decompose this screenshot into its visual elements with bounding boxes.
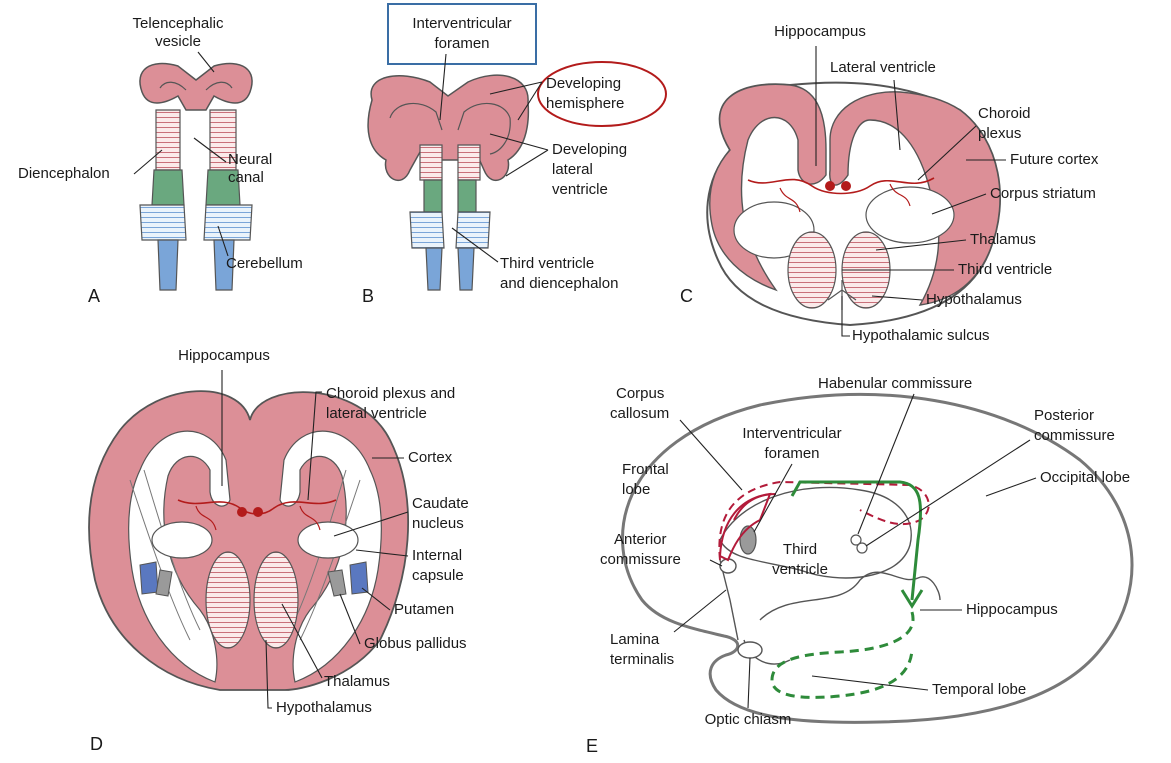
label-c-future-cortex: Future cortex	[1010, 151, 1099, 168]
label-e-frontal-lobe-2: lobe	[622, 481, 650, 498]
label-third-ventricle-1: Third ventricle	[500, 255, 594, 272]
label-d-putamen: Putamen	[394, 601, 454, 618]
label-developing-hemisphere-2: hemisphere	[546, 95, 624, 112]
label-developing-hemisphere-1: Developing	[546, 75, 621, 92]
label-b-interventricular-foramen-2: foramen	[434, 35, 489, 52]
panel-c: Hippocampus Lateral ventricle Choroid pl…	[680, 23, 1099, 344]
label-d-choroid-plexus-2: lateral ventricle	[326, 405, 427, 422]
label-telencephalic-vesicle-2: vesicle	[155, 33, 201, 50]
label-e-lamina-terminalis-2: terminalis	[610, 651, 674, 668]
label-e-posterior-commissure-1: Posterior	[1034, 407, 1094, 424]
panel-b: Interventricular foramen Developing hemi…	[362, 4, 666, 306]
label-c-hypothalamus: Hypothalamus	[926, 291, 1022, 308]
label-e-temporal-lobe: Temporal lobe	[932, 681, 1026, 698]
label-c-thalamus: Thalamus	[970, 231, 1036, 248]
label-e-hippocampus: Hippocampus	[966, 601, 1058, 618]
label-d-thalamus: Thalamus	[324, 673, 390, 690]
label-developing-lateral-ventricle-2: lateral	[552, 161, 593, 178]
label-e-frontal-lobe-1: Frontal	[622, 461, 669, 478]
panel-d-brain	[89, 391, 408, 690]
label-e-interventricular-foramen-2: foramen	[764, 445, 819, 462]
label-e-interventricular-foramen-1: Interventricular	[742, 425, 841, 442]
label-e-optic-chiasm: Optic chiasm	[705, 711, 792, 728]
label-d-hippocampus: Hippocampus	[178, 347, 270, 364]
label-neural-canal-2: canal	[228, 169, 264, 186]
label-c-choroid-plexus-2: plexus	[978, 125, 1021, 142]
label-neural-canal-1: Neural	[228, 151, 272, 168]
label-e-habenular-commissure: Habenular commissure	[818, 375, 972, 392]
label-c-lateral-ventricle: Lateral ventricle	[830, 59, 936, 76]
panel-a: Telencephalic vesicle Diencephalon Neura…	[18, 15, 303, 306]
label-diencephalon: Diencephalon	[18, 165, 110, 182]
label-c-choroid-plexus-1: Choroid	[978, 105, 1031, 122]
label-d-choroid-plexus-1: Choroid plexus and	[326, 385, 455, 402]
highlight-box	[388, 4, 536, 64]
label-developing-lateral-ventricle-3: ventricle	[552, 181, 608, 198]
panel-letter-e: E	[586, 736, 598, 756]
label-d-caudate-2: nucleus	[412, 515, 464, 532]
panel-letter-c: C	[680, 286, 693, 306]
label-third-ventricle-2: and diencephalon	[500, 275, 618, 292]
highlight-ellipse	[538, 62, 666, 126]
label-e-occipital-lobe: Occipital lobe	[1040, 469, 1130, 486]
label-d-internal-capsule-2: capsule	[412, 567, 464, 584]
label-d-internal-capsule-1: Internal	[412, 547, 462, 564]
label-d-globus-pallidus: Globus pallidus	[364, 635, 467, 652]
label-d-hypothalamus: Hypothalamus	[276, 699, 372, 716]
label-d-caudate-1: Caudate	[412, 495, 469, 512]
panel-e: Corpus callosum Habenular commissure Int…	[586, 375, 1132, 756]
label-c-third-ventricle: Third ventricle	[958, 261, 1052, 278]
label-e-anterior-commissure-2: commissure	[600, 551, 681, 568]
leader-telencephalic-vesicle	[198, 52, 214, 72]
label-cerebellum: Cerebellum	[226, 255, 303, 272]
label-d-cortex: Cortex	[408, 449, 453, 466]
label-c-hypothalamic-sulcus: Hypothalamic sulcus	[852, 327, 990, 344]
label-developing-lateral-ventricle-1: Developing	[552, 141, 627, 158]
panel-letter-b: B	[362, 286, 374, 306]
label-c-hippocampus: Hippocampus	[774, 23, 866, 40]
label-telencephalic-vesicle-1: Telencephalic	[133, 15, 224, 32]
label-e-corpus-callosum-2: callosum	[610, 405, 669, 422]
panel-c-brain	[707, 83, 1000, 325]
label-e-lamina-terminalis-1: Lamina	[610, 631, 660, 648]
label-e-third-ventricle-1: Third	[783, 541, 817, 558]
label-e-anterior-commissure-1: Anterior	[614, 531, 667, 548]
label-e-posterior-commissure-2: commissure	[1034, 427, 1115, 444]
label-e-corpus-callosum-1: Corpus	[616, 385, 664, 402]
label-b-interventricular-foramen-1: Interventricular	[412, 15, 511, 32]
panel-letter-d: D	[90, 734, 103, 754]
panel-letter-a: A	[88, 286, 100, 306]
label-c-corpus-striatum: Corpus striatum	[990, 185, 1096, 202]
label-e-third-ventricle-2: ventricle	[772, 561, 828, 578]
panel-d: Hippocampus Choroid plexus and lateral v…	[89, 347, 469, 754]
